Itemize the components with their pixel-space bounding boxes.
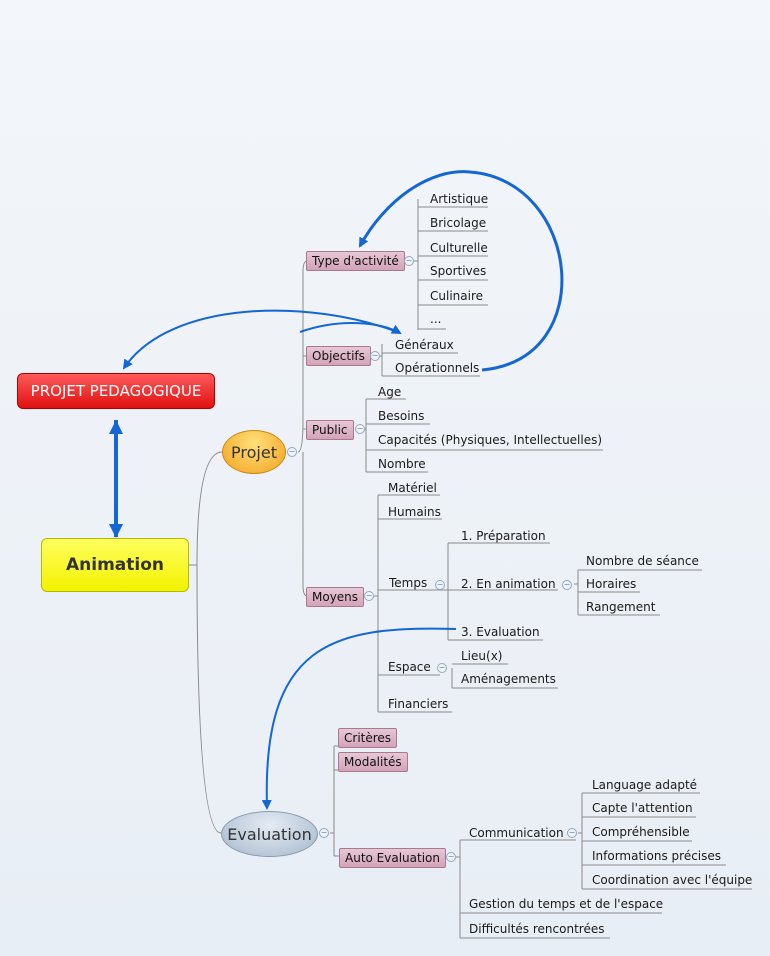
collapse-public-icon[interactable]: −: [355, 424, 365, 434]
collapse-projet-icon[interactable]: −: [287, 447, 297, 457]
node-animation[interactable]: Animation: [41, 538, 189, 592]
node-artistique[interactable]: Artistique: [430, 192, 489, 206]
collapse-type-activite-icon[interactable]: −: [404, 256, 414, 266]
node-informations-precises[interactable]: Informations précises: [592, 849, 722, 863]
node-financiers[interactable]: Financiers: [388, 697, 449, 711]
node-bricolage[interactable]: Bricolage: [430, 216, 487, 230]
node-horaires[interactable]: Horaires: [586, 577, 637, 591]
collapse-temps-icon[interactable]: −: [435, 580, 445, 590]
node-language-adapte[interactable]: Language adapté: [592, 778, 698, 792]
node-coordination[interactable]: Coordination avec l'équipe: [592, 873, 753, 887]
node-moyens[interactable]: Moyens: [306, 587, 365, 607]
node-culturelle[interactable]: Culturelle: [430, 241, 488, 255]
node-nombre-seance[interactable]: Nombre de séance: [586, 554, 699, 568]
collapse-espace-icon[interactable]: −: [437, 663, 447, 673]
collapse-objectifs-icon[interactable]: −: [370, 351, 380, 361]
node-modalites[interactable]: Modalités: [338, 752, 408, 772]
node-difficultes[interactable]: Difficultés rencontrées: [469, 922, 605, 936]
node-comprehensible[interactable]: Compréhensible: [592, 825, 690, 839]
node-gestion-temps[interactable]: Gestion du temps et de l'espace: [469, 897, 664, 911]
node-capacites[interactable]: Capacités (Physiques, Intellectuelles): [378, 433, 603, 447]
node-en-animation[interactable]: 2. En animation: [461, 577, 556, 591]
node-auto-evaluation[interactable]: Auto Evaluation: [339, 848, 446, 868]
node-projet[interactable]: Projet: [222, 430, 286, 474]
node-capte-attention[interactable]: Capte l'attention: [592, 801, 693, 815]
node-preparation[interactable]: 1. Préparation: [461, 529, 546, 543]
node-temps[interactable]: Temps: [389, 576, 428, 590]
node-objectifs[interactable]: Objectifs: [306, 346, 371, 366]
node-amenagements[interactable]: Aménagements: [461, 672, 556, 686]
node-ellipsis[interactable]: ...: [430, 312, 442, 326]
node-type-activite[interactable]: Type d'activité: [306, 251, 405, 271]
collapse-auto-evaluation-icon[interactable]: −: [446, 852, 456, 862]
node-operationnels[interactable]: Opérationnels: [395, 361, 480, 375]
node-materiel[interactable]: Matériel: [388, 481, 437, 495]
node-sportives[interactable]: Sportives: [430, 264, 487, 278]
collapse-moyens-icon[interactable]: −: [364, 591, 374, 601]
node-humains[interactable]: Humains: [388, 505, 441, 519]
node-espace[interactable]: Espace: [388, 660, 431, 674]
node-lieux[interactable]: Lieu(x): [461, 649, 503, 663]
node-criteres[interactable]: Critères: [338, 728, 398, 748]
node-temps-evaluation[interactable]: 3. Evaluation: [461, 625, 540, 639]
node-nombre[interactable]: Nombre: [378, 457, 426, 471]
node-evaluation[interactable]: Evaluation: [221, 811, 318, 857]
node-communication[interactable]: Communication: [469, 826, 564, 840]
collapse-en-animation-icon[interactable]: −: [562, 580, 572, 590]
collapse-communication-icon[interactable]: −: [567, 828, 577, 838]
node-besoins[interactable]: Besoins: [378, 409, 425, 423]
collapse-evaluation-icon[interactable]: −: [319, 828, 329, 838]
node-rangement[interactable]: Rangement: [586, 600, 656, 614]
node-public[interactable]: Public: [306, 420, 354, 440]
node-age[interactable]: Age: [378, 385, 402, 399]
node-culinaire[interactable]: Culinaire: [430, 289, 483, 303]
node-generaux[interactable]: Généraux: [395, 338, 454, 352]
node-projet-pedagogique[interactable]: PROJET PEDAGOGIQUE: [17, 373, 215, 409]
